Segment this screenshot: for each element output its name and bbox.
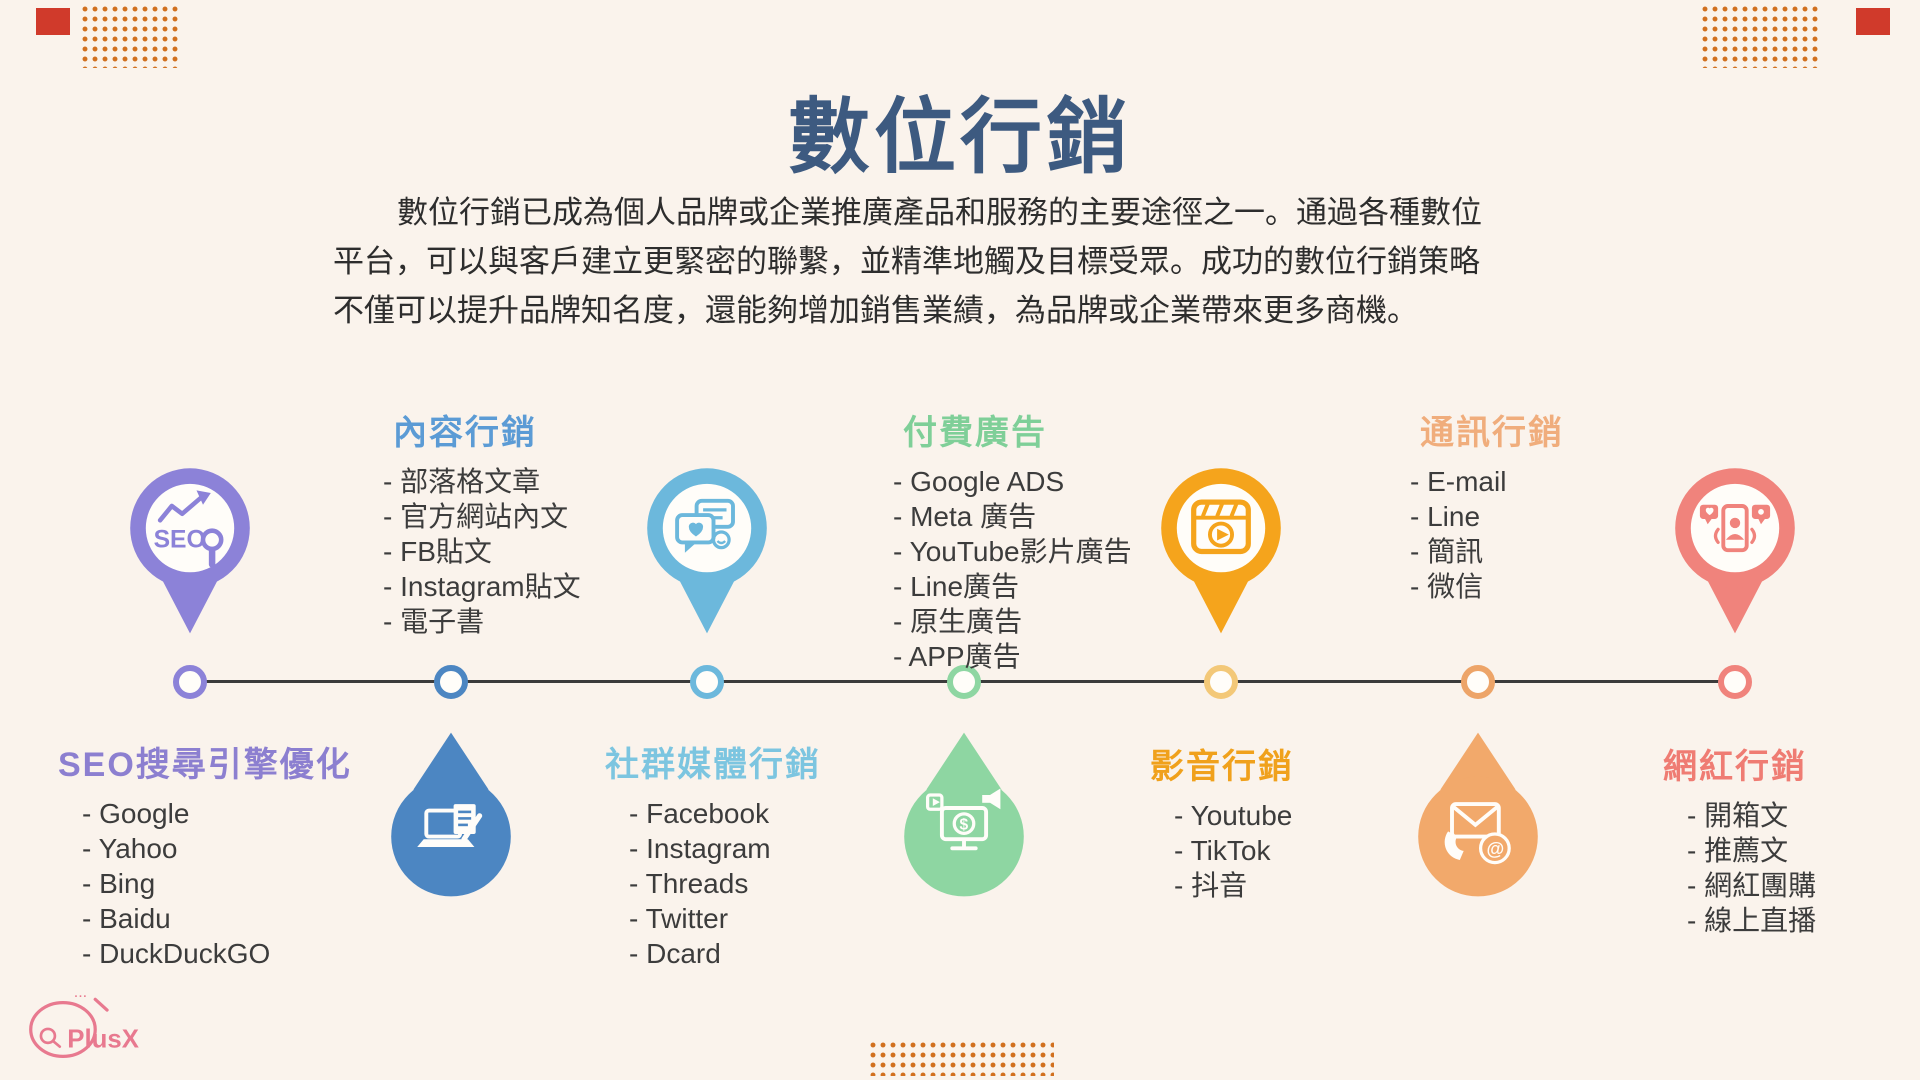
category-list-video: - Youtube - TikTok - 抖音 [1150, 798, 1294, 903]
list-item: - 開箱文 [1687, 800, 1789, 831]
dot-grid-bottom [868, 1040, 1054, 1076]
timeline-node-paid [947, 665, 981, 699]
category-influencer-marketing: 網紅行銷 - 開箱文 - 推薦文 - 網紅團購 - 線上直播 [1663, 748, 1816, 938]
pin-content [386, 730, 516, 899]
category-list-seo: - Google - Yahoo - Bing - Baidu - DuckDu… [58, 796, 352, 971]
intro-line: 平台，可以與客戶建立更緊密的聯繫，並精準地觸及目標受眾。成功的數位行銷策略 [333, 244, 1480, 279]
list-item: - Line廣告 [893, 571, 1020, 602]
logo-brand-text: PlusX [67, 1026, 139, 1054]
list-item: - 部落格文章 [383, 466, 541, 497]
pin-messaging: @ [1413, 730, 1543, 899]
timeline-node-influencer [1718, 665, 1752, 699]
list-item: - 微信 [1410, 571, 1484, 602]
category-video-marketing: 影音行銷 - Youtube - TikTok - 抖音 [1150, 748, 1294, 903]
pin-seo: SEO [125, 467, 255, 636]
list-item: - 簡訊 [1410, 536, 1484, 567]
pin-influencer [1670, 467, 1800, 636]
list-item: - Yahoo [82, 833, 178, 864]
envelope-at-pin-icon: @ [1418, 732, 1538, 897]
category-list-paid: - Google ADS - Meta 廣告 - YouTube影片廣告 - L… [893, 464, 1132, 674]
category-title-video: 影音行銷 [1150, 748, 1294, 786]
list-item: - 原生廣告 [893, 606, 1023, 637]
category-list-content: - 部落格文章 - 官方網站內文 - FB貼文 - Instagram貼文 - … [383, 464, 581, 639]
list-item: - Dcard [629, 938, 721, 969]
category-content-marketing: 內容行銷 - 部落格文章 - 官方網站內文 - FB貼文 - Instagram… [383, 414, 581, 639]
category-list-messaging: - E-mail - Line - 簡訊 - 微信 [1410, 464, 1564, 604]
laptop-note-pin-icon [391, 732, 511, 897]
timeline-node-messaging [1461, 665, 1495, 699]
category-list-influencer: - 開箱文 - 推薦文 - 網紅團購 - 線上直播 [1663, 798, 1816, 938]
list-item: - DuckDuckGO [82, 938, 271, 969]
timeline-node-social [690, 665, 724, 699]
category-title-messaging: 通訊行銷 [1420, 414, 1564, 452]
list-item: - Meta 廣告 [893, 501, 1037, 532]
category-title-paid: 付費廣告 [903, 414, 1047, 452]
timeline-node-video [1204, 665, 1238, 699]
list-item: - YouTube影片廣告 [893, 536, 1132, 567]
dot-grid-top-left [80, 4, 182, 68]
list-item: - Bing [82, 868, 156, 899]
dot-grid-top-right [1700, 4, 1822, 68]
intro-line: 數位行銷已成為個人品牌或企業推廣產品和服務的主要途徑之一。通過各種數位 [397, 195, 1482, 230]
seo-label: SEO [154, 527, 206, 554]
list-item: - 網紅團購 [1687, 870, 1817, 901]
list-item: - 官方網站內文 [383, 501, 569, 532]
list-item: - Instagram [629, 833, 771, 864]
list-item: - TikTok [1174, 835, 1271, 866]
timeline-node-content [434, 665, 468, 699]
intro-line: 不僅可以提升品牌知名度，還能夠增加銷售業績，為品牌或企業帶來更多商機。 [333, 293, 1418, 328]
corner-square-top-left [36, 8, 70, 35]
brand-logo: ... PlusX [22, 980, 162, 1071]
category-list-social: - Facebook - Instagram - Threads - Twitt… [605, 796, 821, 971]
category-messaging-marketing: 通訊行銷 - E-mail - Line - 簡訊 - 微信 [1410, 414, 1564, 604]
list-item: - Google ADS [893, 466, 1065, 497]
category-seo: SEO搜尋引擎優化 - Google - Yahoo - Bing - Baid… [58, 746, 352, 971]
dollar-glyph: $ [959, 816, 968, 833]
list-item: - FB貼文 [383, 536, 492, 567]
category-title-influencer: 網紅行銷 [1663, 748, 1807, 786]
list-item: - 電子書 [383, 606, 485, 637]
category-social-media: 社群媒體行銷 - Facebook - Instagram - Threads … [605, 746, 821, 971]
corner-square-top-right [1856, 8, 1890, 35]
list-item: - Line [1410, 501, 1481, 532]
phone-social-pin-icon [1675, 468, 1795, 634]
list-item: - Youtube [1174, 800, 1293, 831]
pin-social [642, 467, 772, 636]
at-glyph: @ [1486, 839, 1504, 859]
category-title-content: 內容行銷 [393, 414, 537, 452]
timeline-node-seo [173, 665, 207, 699]
plusx-logo-icon: ... PlusX [29, 983, 139, 1058]
chat-bubbles-pin-icon [647, 468, 767, 634]
list-item: - 抖音 [1174, 870, 1248, 901]
category-paid-ads: 付費廣告 - Google ADS - Meta 廣告 - YouTube影片廣… [893, 414, 1132, 674]
category-title-social: 社群媒體行銷 [605, 746, 821, 784]
pin-paid: $ [899, 730, 1029, 899]
list-item: - Google [82, 798, 190, 829]
list-item: - E-mail [1410, 466, 1507, 497]
list-item: - Baidu [82, 903, 171, 934]
list-item: - Instagram貼文 [383, 571, 581, 602]
list-item: - Threads [629, 868, 749, 899]
page-title: 數位行銷 [787, 92, 1132, 183]
seo-magnifier-pin-icon: SEO [130, 468, 250, 634]
list-item: - 線上直播 [1687, 905, 1817, 936]
logo-dots: ... [74, 983, 87, 1001]
list-item: - Twitter [629, 903, 729, 934]
list-item: - Facebook [629, 798, 770, 829]
pin-video [1156, 467, 1286, 636]
category-title-seo: SEO搜尋引擎優化 [58, 746, 352, 784]
clapperboard-pin-icon [1161, 468, 1281, 634]
list-item: - APP廣告 [893, 641, 1021, 672]
intro-paragraph: 數位行銷已成為個人品牌或企業推廣產品和服務的主要途徑之一。通過各種數位 平台，可… [333, 188, 1603, 335]
list-item: - 推薦文 [1687, 835, 1789, 866]
monitor-ads-pin-icon: $ [904, 732, 1024, 897]
